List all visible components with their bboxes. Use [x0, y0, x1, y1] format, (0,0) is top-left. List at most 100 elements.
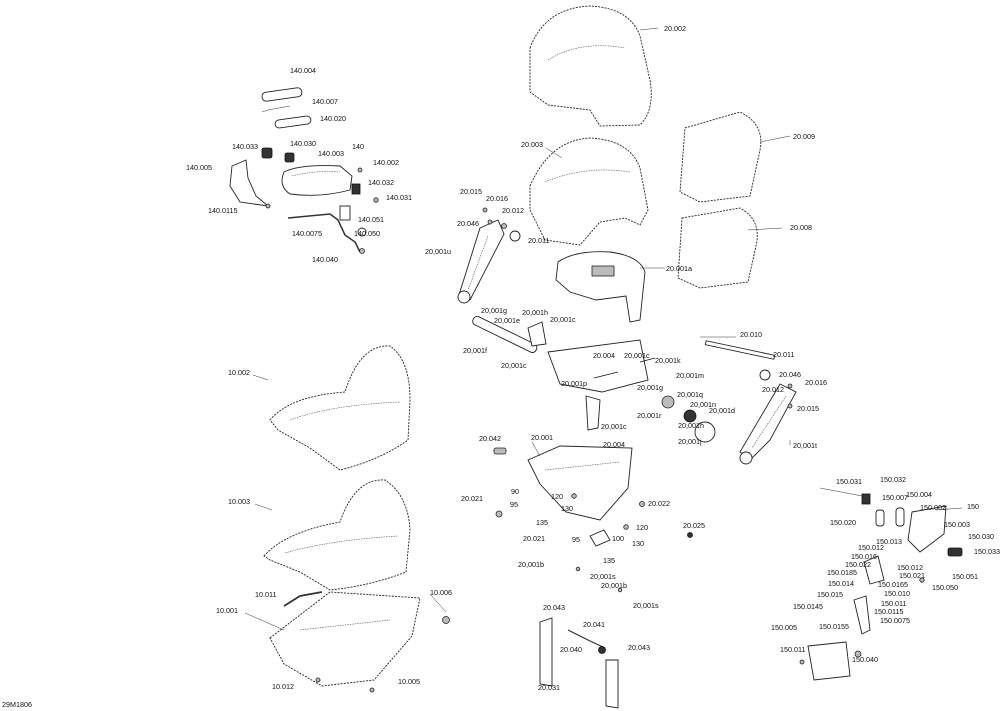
frame-20-001-seam [544, 461, 621, 471]
washer-20-011a [509, 230, 521, 242]
leader-lines [244, 27, 963, 631]
label: 140 [352, 142, 364, 151]
cover-20-002-seam [547, 45, 626, 61]
label: 140.033 [232, 142, 258, 151]
label: 120 [636, 523, 648, 532]
nut-20-022 [639, 501, 645, 507]
handle-140 [281, 165, 353, 196]
cover-20-003 [529, 137, 649, 246]
label: 150.015 [817, 590, 843, 599]
label: 140.032 [368, 178, 394, 187]
label: 20.040 [560, 645, 582, 654]
arm-20-001u-seam [467, 235, 489, 291]
label: 20.042 [479, 434, 501, 443]
tube-20-001f [472, 315, 538, 353]
plug-20-025 [687, 532, 693, 538]
label: 10.011 [255, 590, 276, 599]
label: 140.0115 [208, 206, 237, 215]
label: 90 [511, 487, 519, 496]
grip-140-020 [274, 115, 312, 129]
label: 20,001q [677, 390, 703, 399]
label: 20.009 [793, 132, 815, 141]
cover-20-002 [529, 5, 652, 127]
bracket-140-032 [351, 183, 361, 195]
nut-20-021a [495, 510, 503, 518]
label: 20,001j [678, 437, 702, 446]
label: 150.051 [952, 572, 978, 581]
label: 20.016 [805, 378, 827, 387]
handle-20-031b [605, 659, 619, 709]
base-frame [493, 445, 693, 709]
label: 20,001c [501, 361, 527, 370]
latch-150-013 [863, 555, 885, 585]
label: 150.011 [881, 599, 906, 608]
seats [263, 345, 450, 693]
key-140-007 [261, 105, 291, 113]
label: 20,001s [590, 572, 616, 581]
frame-20-001a-latch [591, 265, 615, 277]
backrest-frame [457, 207, 797, 465]
label: 150.032 [880, 475, 906, 484]
label: 20,001b [601, 581, 627, 590]
label: 140.007 [312, 97, 338, 106]
label: 20,001c [601, 422, 627, 431]
label: 20,001s [633, 601, 659, 610]
pin-20-046a [487, 219, 493, 225]
clip-140-030 [284, 152, 295, 163]
label: 140.003 [318, 149, 344, 158]
axle-assembly-20-004 [547, 339, 649, 393]
pin-20-015a [482, 207, 488, 213]
label: 150.003 [944, 520, 970, 529]
label: 20,001b [518, 560, 544, 569]
arm-20-001t [739, 383, 797, 461]
label: 10.012 [272, 682, 294, 691]
latch-140-051 [339, 205, 351, 221]
label: 150.0185 [827, 568, 857, 577]
bracket-150-005 [807, 641, 851, 681]
cap-20-042 [493, 447, 507, 455]
handle-140-inner [291, 171, 341, 177]
screw-120a [571, 493, 577, 499]
label: 20.002 [664, 24, 686, 33]
nut-150-050 [919, 577, 925, 583]
spring-20-040 [598, 646, 606, 654]
spring-20-001k [639, 357, 656, 363]
gear-20-001n [683, 409, 697, 423]
screw-10-012 [315, 677, 321, 683]
label: 10.001 [216, 606, 238, 615]
label: 20,001h [678, 421, 704, 430]
bolt-20-016b [787, 383, 793, 389]
pivot-20-001t [739, 451, 753, 465]
knob-140-050 [357, 227, 367, 237]
label: 20.011 [773, 350, 794, 359]
label: 20.025 [683, 521, 705, 530]
label: 20.015 [797, 404, 819, 413]
label: 20,001d [709, 406, 735, 415]
label: 20.021 [523, 534, 545, 543]
label: 20,001g [637, 383, 663, 392]
label: 20.046 [779, 370, 801, 379]
knob-20-001q [661, 395, 675, 409]
handle-20-031 [539, 617, 553, 687]
screw-120b [623, 524, 629, 530]
clip-140-033 [261, 147, 273, 159]
knob-150-040 [854, 650, 862, 658]
label: 150.007 [882, 493, 908, 502]
latch-100 [589, 529, 611, 547]
rod-20-010 [704, 340, 776, 360]
label: 130 [561, 504, 573, 513]
label: 150.016 [851, 552, 877, 561]
washer-20-011b [759, 369, 771, 381]
label: 20,001u [425, 247, 451, 256]
label: 150.050 [932, 583, 958, 592]
label: 140.005 [186, 163, 212, 172]
label: 95 [572, 535, 580, 544]
seat-10-003-seam [284, 535, 399, 554]
nut-140-031 [373, 197, 379, 203]
label: 20.046 [457, 219, 479, 228]
label: 140.050 [354, 229, 380, 238]
pad-20-008 [677, 207, 758, 289]
spring-20-001m [593, 371, 619, 379]
bracket-20-001p [585, 395, 601, 431]
handle-150 [907, 505, 947, 553]
